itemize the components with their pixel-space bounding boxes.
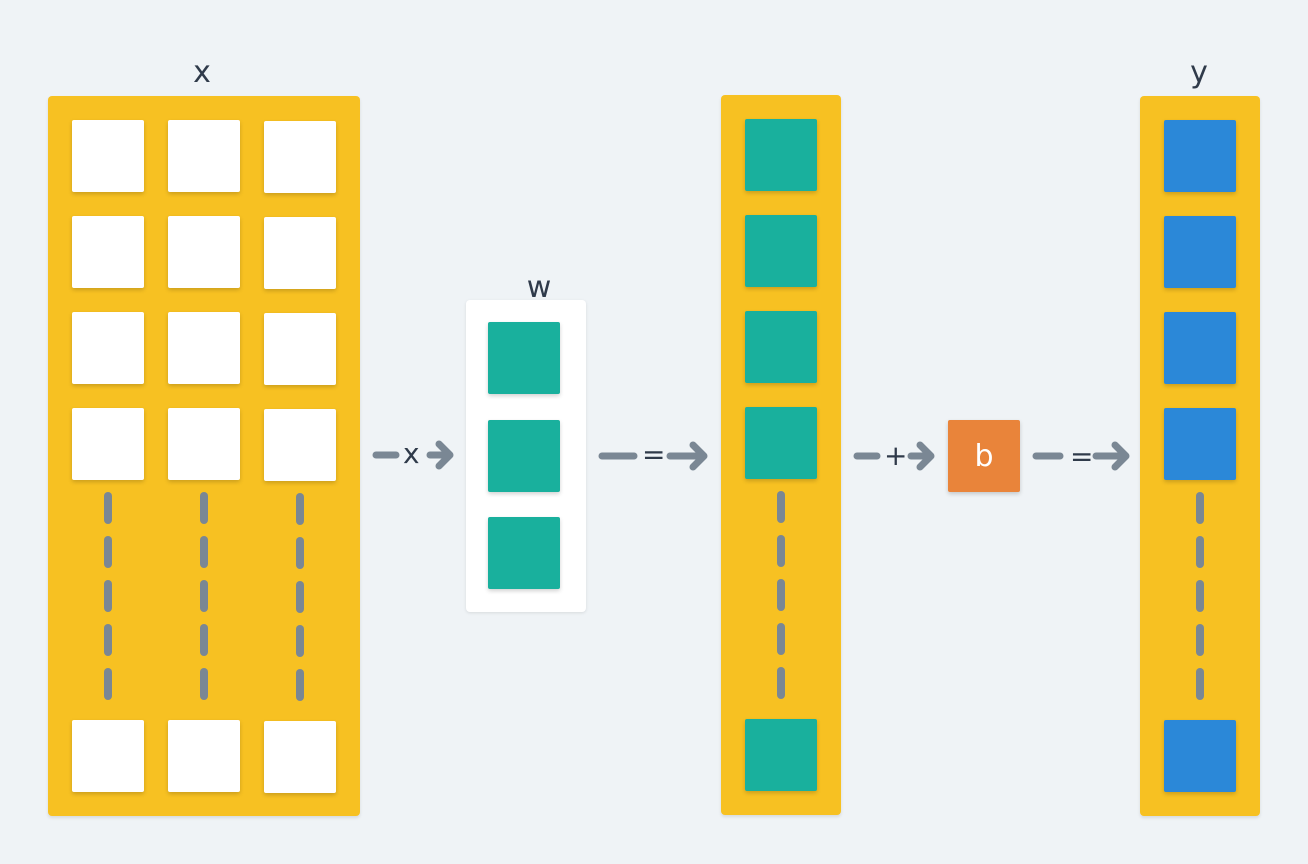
y-cell bbox=[1164, 312, 1236, 384]
ellipsis-dash bbox=[200, 580, 208, 612]
x-cell bbox=[72, 120, 144, 192]
ellipsis-dash bbox=[200, 492, 208, 524]
x-cell bbox=[72, 720, 144, 792]
x-cell bbox=[168, 720, 240, 792]
bias-b: b bbox=[948, 420, 1020, 492]
y-cell bbox=[1164, 120, 1236, 192]
ellipsis-dash bbox=[104, 668, 112, 700]
weight-vector-w bbox=[466, 300, 586, 612]
input-matrix-x bbox=[48, 96, 360, 816]
ellipsis-dash bbox=[200, 668, 208, 700]
ellipsis-dash bbox=[200, 624, 208, 656]
xw-cell bbox=[745, 119, 817, 191]
ellipsis-dash bbox=[296, 493, 304, 525]
y-cell bbox=[1164, 720, 1236, 792]
ellipsis-dash bbox=[777, 623, 785, 655]
ellipsis-dash bbox=[104, 536, 112, 568]
x-cell bbox=[168, 120, 240, 192]
plus-arrow bbox=[853, 441, 935, 471]
equals-arrow-2 bbox=[1032, 441, 1130, 471]
equals-arrow-1 bbox=[598, 441, 708, 471]
x-cell bbox=[168, 312, 240, 384]
ellipsis-dash bbox=[200, 536, 208, 568]
xw-cell bbox=[745, 407, 817, 479]
x-cell bbox=[264, 721, 336, 793]
x-cell bbox=[72, 312, 144, 384]
x-cell bbox=[264, 313, 336, 385]
ellipsis-dash bbox=[104, 580, 112, 612]
y-cell bbox=[1164, 216, 1236, 288]
x-label: x bbox=[193, 55, 211, 90]
x-cell bbox=[168, 216, 240, 288]
xw-cell bbox=[745, 311, 817, 383]
w-cell bbox=[488, 517, 560, 589]
ellipsis-dash bbox=[777, 491, 785, 523]
multiply-arrow bbox=[372, 440, 454, 470]
w-label: w bbox=[526, 270, 552, 305]
x-cell bbox=[72, 216, 144, 288]
ellipsis-dash bbox=[1196, 492, 1204, 524]
y-label: y bbox=[1190, 55, 1208, 90]
output-vector-y bbox=[1140, 96, 1260, 816]
xw-cell bbox=[745, 719, 817, 791]
product-vector-xw bbox=[721, 95, 841, 815]
equals-operator-2: = bbox=[1070, 440, 1094, 473]
ellipsis-dash bbox=[777, 667, 785, 699]
w-cell bbox=[488, 420, 560, 492]
x-cell bbox=[168, 408, 240, 480]
ellipsis-dash bbox=[1196, 624, 1204, 656]
x-cell bbox=[264, 217, 336, 289]
x-cell bbox=[264, 121, 336, 193]
ellipsis-dash bbox=[296, 669, 304, 701]
ellipsis-dash bbox=[296, 581, 304, 613]
ellipsis-dash bbox=[777, 579, 785, 611]
x-cell bbox=[72, 408, 144, 480]
ellipsis-dash bbox=[104, 624, 112, 656]
multiply-operator: x bbox=[403, 437, 420, 470]
y-cell bbox=[1164, 408, 1236, 480]
ellipsis-dash bbox=[296, 625, 304, 657]
equals-operator-1: = bbox=[642, 438, 666, 471]
xw-cell bbox=[745, 215, 817, 287]
ellipsis-dash bbox=[1196, 668, 1204, 700]
w-cell bbox=[488, 322, 560, 394]
ellipsis-dash bbox=[104, 492, 112, 524]
x-cell bbox=[264, 409, 336, 481]
ellipsis-dash bbox=[777, 535, 785, 567]
ellipsis-dash bbox=[1196, 536, 1204, 568]
ellipsis-dash bbox=[296, 537, 304, 569]
plus-operator: + bbox=[884, 439, 908, 472]
ellipsis-dash bbox=[1196, 580, 1204, 612]
